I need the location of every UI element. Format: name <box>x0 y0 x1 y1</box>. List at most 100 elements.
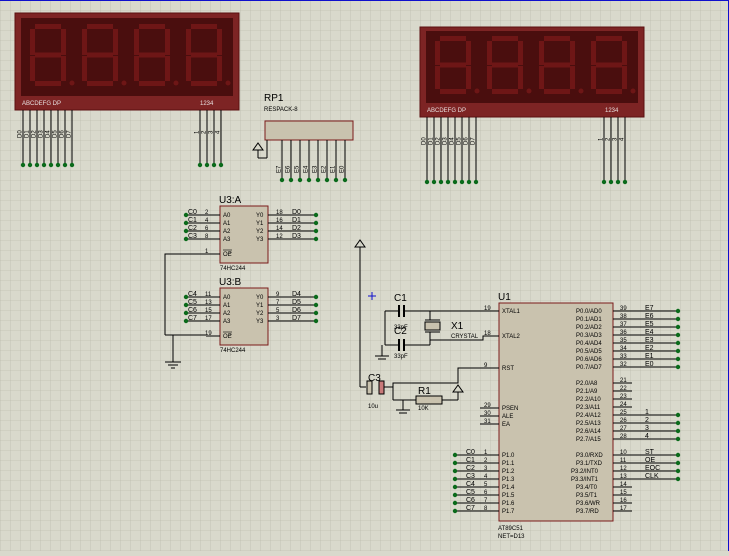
display_right-pin-node <box>438 179 444 185</box>
u1-pin-name-24: P2.3/A11 <box>576 405 601 411</box>
u1-pin-11: 11 <box>620 458 627 464</box>
display_left-digit-pin-4: 4 <box>216 130 222 134</box>
u1-pin-10: 10 <box>620 450 627 456</box>
u3b-out-net-2: D6 <box>292 307 301 314</box>
u3b-in-net-2: C6 <box>188 307 197 314</box>
u1-net-3: 3 <box>645 425 649 432</box>
u3b-in-name-3: A3 <box>223 319 231 325</box>
u1-pin-3: 3 <box>484 466 488 472</box>
display-right[interactable]: ABCDEFG DP 1234 <box>419 26 645 118</box>
u1-pin-name-28: P2.7/A15 <box>576 437 601 443</box>
u1-pin-name-38: P0.1/AD1 <box>576 317 602 323</box>
u3a-in-pin-1: 4 <box>205 218 209 224</box>
u1-p1-node <box>452 500 458 506</box>
u1-pin-name-22: P2.1/A9 <box>576 389 598 395</box>
u1-pin-35: 35 <box>620 338 627 344</box>
reset-circuit[interactable]: C3 10u R1 10K <box>366 367 487 414</box>
u1-pin-30: 30 <box>484 411 491 417</box>
u3b-in-node <box>183 310 189 316</box>
u3a-out-pin-1: 16 <box>276 218 283 224</box>
u3a-body <box>219 205 269 264</box>
u3a-out-name-0: Y0 <box>256 213 264 219</box>
u1-pin-name-12: P3.2/INT0 <box>571 469 599 475</box>
rp1-body <box>264 120 354 141</box>
display-right-digits <box>435 36 636 94</box>
rp1-pin-node <box>333 177 339 183</box>
u1-net-node <box>675 324 681 330</box>
u1-pin-28: 28 <box>620 434 627 440</box>
u1-pin-name-18: XTAL2 <box>502 334 521 340</box>
u3b-in-pin-2: 15 <box>205 308 212 314</box>
u1-net-oe: OE <box>645 457 655 464</box>
c1-ref: C1 <box>394 293 407 304</box>
u3b-out-name-1: Y1 <box>256 303 264 309</box>
u3b-oe-name: OE <box>223 334 232 340</box>
u1-pin-name-29: PSEN <box>502 406 518 412</box>
u1-pin-name-10: P3.0/RXD <box>576 453 603 459</box>
display-left-digit-label: 1234 <box>200 101 214 107</box>
u1-pin-name-4: P1.3 <box>502 477 515 483</box>
u1-p1-net-1: C1 <box>466 457 475 464</box>
rp1-pin-node <box>315 177 321 183</box>
u1-pin-name-25: P2.4/A12 <box>576 413 601 419</box>
u1-pin-name-30: ALE <box>502 414 513 420</box>
display_left-digit-node <box>211 162 217 168</box>
u1-net-node <box>675 452 681 458</box>
r1-value: 10K <box>418 406 429 412</box>
u1-pin-name-33: P0.6/AD6 <box>576 357 602 363</box>
u1-pin-18: 18 <box>484 331 491 337</box>
u1-net-2: 2 <box>645 417 649 424</box>
u1-net-node <box>675 308 681 314</box>
u1-pin-name-27: P2.6/A14 <box>576 429 601 435</box>
u1-ref: U1 <box>498 292 511 303</box>
u3a-in-name-0: A0 <box>223 213 231 219</box>
display_left-pin-node <box>41 162 47 168</box>
clock-circuit[interactable]: C1 33pF C2 33pF X1 CRYSTAL <box>375 293 487 360</box>
u1-net: NET=D13 <box>498 534 525 540</box>
display_left-pin-node <box>20 162 26 168</box>
u3b-in-net-1: C5 <box>188 299 197 306</box>
display-right-digit-label: 1234 <box>605 108 619 114</box>
c3-value: 10u <box>368 404 378 410</box>
display_left-digit-node <box>218 162 224 168</box>
display-left[interactable]: ABCDEFG DP 1234 <box>14 12 240 111</box>
display_right-pin-node <box>445 179 451 185</box>
u3a-out-name-2: Y2 <box>256 229 264 235</box>
u1-pin-name-9: RST <box>502 366 514 372</box>
display_right-digit-node <box>601 179 607 185</box>
u1-p1-node <box>452 492 458 498</box>
u3a-part: 74HC244 <box>220 266 246 272</box>
u1-net-clk: CLK <box>645 473 659 480</box>
u1-net-e3: E3 <box>645 337 654 344</box>
crosshair-marker <box>368 292 376 300</box>
u3a-ref: U3:A <box>219 195 242 206</box>
u1-pin-34: 34 <box>620 346 627 352</box>
rp1-value: RESPACK-8 <box>264 107 298 113</box>
display_left-pin-d6: D6 <box>60 130 66 138</box>
display_right-pin-d3: D3 <box>443 137 449 145</box>
display-right-digit-4 <box>591 36 636 94</box>
rp1-pin-e4: E4 <box>304 165 310 173</box>
u1-pin-7: 7 <box>484 498 488 504</box>
display-left-digits <box>30 24 231 86</box>
u3b-in-node <box>183 294 189 300</box>
u1-net-e4: E4 <box>645 329 654 336</box>
u1-pin-17: 17 <box>620 506 627 512</box>
u3a-out-net-0: D0 <box>292 209 301 216</box>
u3b-out-net-3: D7 <box>292 315 301 322</box>
u1-pin-name-16: P3.6/WR <box>576 501 601 507</box>
u3a-in-net-0: C0 <box>188 209 197 216</box>
u1-net-st: ST <box>645 449 655 456</box>
rp1-pin-e7: E7 <box>277 165 283 173</box>
u3b-out-pin-3: 3 <box>276 316 280 322</box>
u1-body <box>498 302 614 522</box>
rp1-pin-e3: E3 <box>313 165 319 173</box>
display_left-digit-pin-2: 2 <box>202 130 208 134</box>
